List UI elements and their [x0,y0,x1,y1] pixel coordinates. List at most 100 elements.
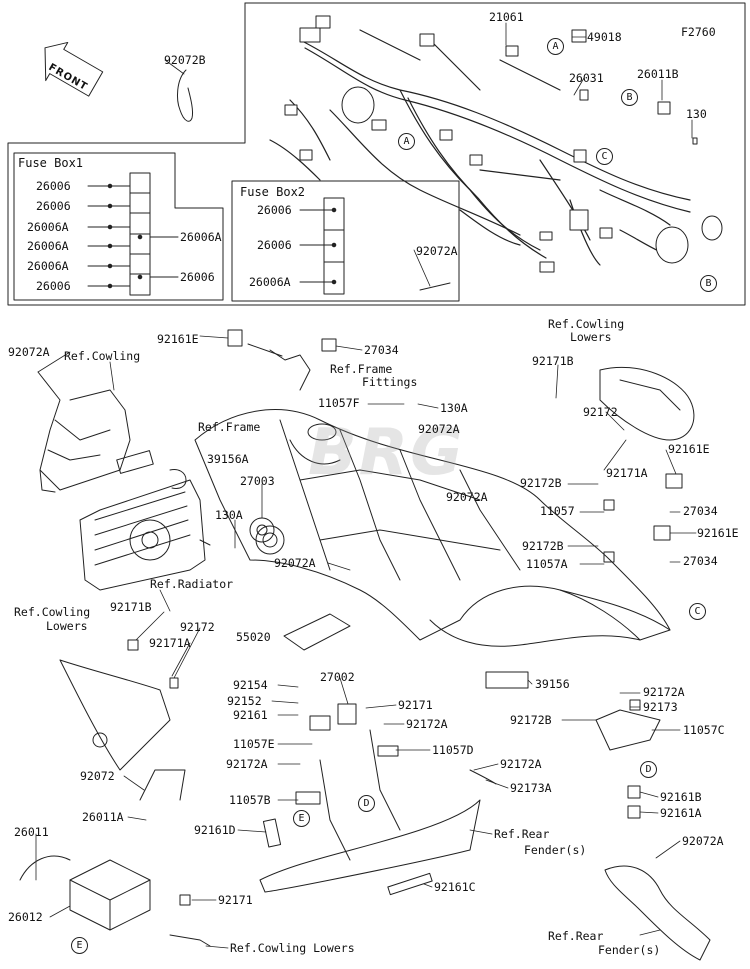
part-label: 92161E [697,526,739,540]
part-label: 92152 [227,694,262,708]
part-label: 11057B [229,793,271,807]
fuse-box1-row: 26006 [36,279,71,293]
part-label: 92172A [406,717,448,731]
part-label: Lowers [570,330,612,344]
fuse-box1-row: 26006 [36,179,71,193]
part-label: Fender(s) [524,843,587,857]
fuse-box1-title: Fuse Box1 [18,156,84,170]
part-label: 11057 [540,504,575,518]
part-label: 92072B [164,53,206,67]
fuse-box1-row: 26006 [36,199,71,213]
part-label: 92173A [510,781,552,795]
main-frame [194,409,671,647]
fuse-box2-row: 26006A [249,275,291,289]
part-label: 92172A [500,757,542,771]
part-label: 92172 [583,405,618,419]
part-label: 92171A [606,466,648,480]
frame-fittings-parts [227,329,337,391]
callout-circle: D [640,761,657,778]
part-label: 92161C [434,880,476,894]
fuse-box1-group-label: 26006 [180,270,215,284]
part-label: 92154 [233,678,268,692]
part-label: 92072 [80,769,115,783]
callout-circle: C [596,148,613,165]
fuse-box2-title: Fuse Box2 [240,185,306,199]
part-label: Lowers [46,619,88,633]
part-label: 92072A [418,422,460,436]
part-label: Fittings [362,375,418,389]
part-label: 26011A [82,810,124,824]
watermark-logo: BRG [308,416,465,490]
part-label: Ref.Cowling [64,349,141,363]
pad-39156 [485,671,529,689]
grommet-92171-bottom [179,894,191,906]
part-label: 55020 [236,630,271,644]
part-label: 92171 [398,698,433,712]
part-label: 92072A [682,834,724,848]
part-label: 27002 [320,670,355,684]
front-arrow-icon [44,41,104,97]
part-label: 11057E [233,737,275,751]
part-label: Ref.Frame [330,362,393,376]
part-label: 39156 [535,677,570,691]
part-label: 92072A [416,244,458,258]
rear-fender-assembly [259,703,497,896]
battery-26012 [19,855,151,931]
part-label: 27003 [240,474,275,488]
strap-92072 [139,769,186,801]
harness-connectors [284,15,723,273]
rear-fender-lower-right [604,865,711,961]
part-label: 92171B [110,600,152,614]
fuse-box2-panel [231,180,460,302]
part-label: 92172A [643,685,685,699]
part-label: 130A [215,508,243,522]
part-label: 26012 [8,910,43,924]
part-label: 92072A [446,490,488,504]
cowling-lower-left [59,639,179,771]
part-label: Ref.Cowling [14,605,91,619]
fuse-box1-row: 26006A [27,259,69,273]
part-label: 92161A [660,806,702,820]
radiator [79,469,211,591]
harness-panel-border [7,2,746,306]
part-label: 27034 [683,504,718,518]
part-label: 92171B [532,354,574,368]
part-label: 92072A [8,345,50,359]
part-label: 92161D [194,823,236,837]
part-label: 130A [440,401,468,415]
leader-lines [35,22,697,949]
part-label: 92171A [149,636,191,650]
fuse-box1-row: 26006A [27,220,69,234]
part-label: Ref.Rear [548,929,604,943]
part-label: 11057C [683,723,725,737]
fuse-box2-row: 26006 [257,203,292,217]
part-label: 92172B [510,713,552,727]
part-label: 92161E [668,442,710,456]
main-wiring-harness [269,29,691,266]
cowling-bracket [37,371,131,493]
pad-39156a [116,450,154,474]
part-label: 26011 [14,825,49,839]
part-label: 92161E [157,332,199,346]
part-label: 92172 [180,620,215,634]
callout-circle: A [547,38,564,55]
part-label: 39156A [207,452,249,466]
callout-circle: E [293,810,310,827]
part-label: 92172B [522,539,564,553]
part-label: 26031 [569,71,604,85]
fuse-box1-panel [13,152,224,301]
part-label: Ref.Rear [494,827,550,841]
part-label: 49018 [587,30,622,44]
callout-circle: A [398,133,415,150]
bracket-11057c [595,699,661,819]
part-label: 92171 [218,893,253,907]
callout-circle: C [689,603,706,620]
callout-circle: B [700,275,717,292]
callout-circle: D [358,795,375,812]
part-label: 92072A [274,556,316,570]
fuse-box2-row: 26006 [257,238,292,252]
part-label: Ref.Radiator [150,577,234,591]
part-label: 92173 [643,700,678,714]
